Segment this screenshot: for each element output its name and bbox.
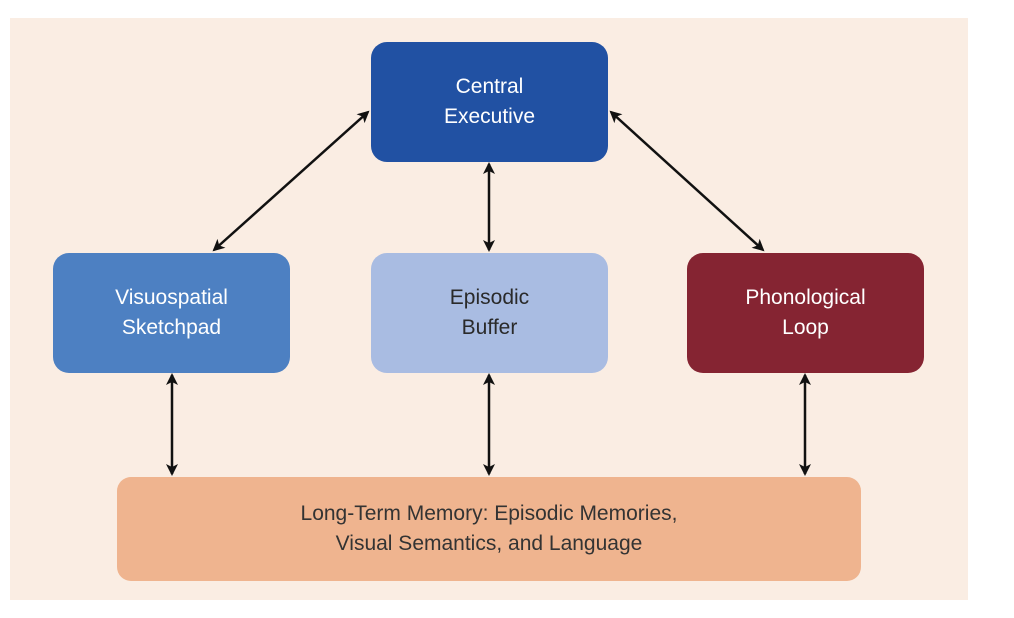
arrow-central-to-visuospatial (212, 110, 370, 252)
central-executive-line1: Central (455, 75, 524, 98)
episodic-buffer-line2: Buffer (461, 316, 518, 339)
arrow-central-to-phonological (609, 110, 765, 252)
phonological-line2: Loop (782, 316, 829, 339)
long-term-memory-line2: Visual Semantics, and Language (335, 532, 643, 555)
diagram-canvas: Central Executive Visuospatial Sketchpad… (10, 18, 968, 600)
long-term-memory-node: Long-Term Memory: Episodic Memories, Vis… (117, 477, 861, 581)
central-executive-line2: Executive (443, 105, 536, 128)
visuospatial-line1: Visuospatial (115, 286, 228, 309)
episodic-buffer-node: Episodic Buffer (371, 253, 608, 373)
long-term-memory-line1: Long-Term Memory: Episodic Memories, (300, 502, 678, 525)
phonological-loop-node: Phonological Loop (687, 253, 924, 373)
central-executive-node: Central Executive (371, 42, 608, 162)
visuospatial-line2: Sketchpad (121, 316, 222, 339)
episodic-buffer-line1: Episodic (449, 286, 530, 309)
connection-arrows (166, 110, 811, 476)
phonological-line1: Phonological (745, 286, 866, 309)
visuospatial-sketchpad-node: Visuospatial Sketchpad (53, 253, 290, 373)
